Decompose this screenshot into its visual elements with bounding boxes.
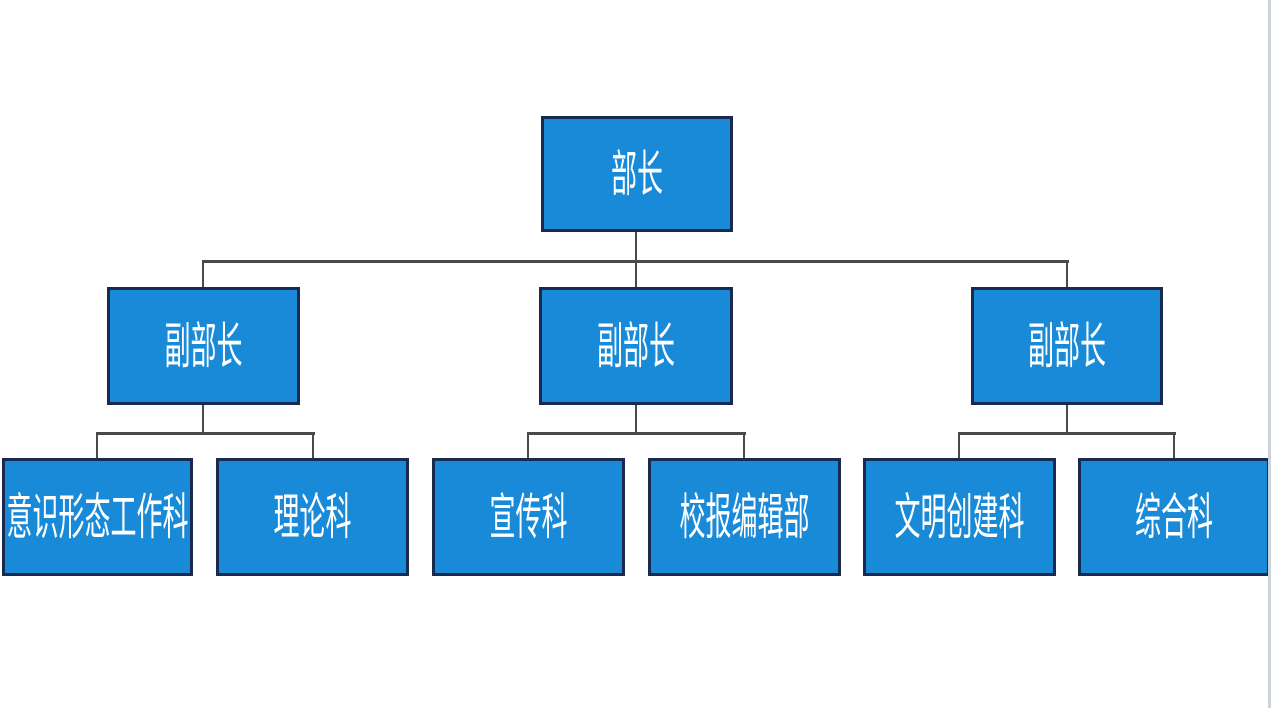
org-node-deputy-2[interactable]: 副部长: [539, 287, 733, 405]
connector-line: [202, 262, 204, 289]
node-label: 综合科: [1134, 488, 1213, 546]
org-node-section-6[interactable]: 综合科: [1078, 458, 1270, 576]
node-label: 副部长: [596, 317, 675, 375]
connector-line: [958, 434, 960, 460]
connector-line: [96, 434, 98, 460]
org-node-deputy-3[interactable]: 副部长: [971, 287, 1163, 405]
connector-line: [635, 403, 637, 434]
node-label: 副部长: [164, 317, 243, 375]
connector-line: [96, 432, 315, 435]
connector-line: [635, 262, 637, 289]
node-label: 副部长: [1027, 317, 1106, 375]
connector-line: [958, 432, 1176, 435]
connector-line: [527, 434, 529, 460]
org-node-section-1[interactable]: 意识形态工作科: [2, 458, 193, 576]
node-label: 文明创建科: [894, 488, 1025, 546]
connector-line: [202, 403, 204, 434]
node-label: 宣传科: [489, 488, 568, 546]
org-node-deputy-1[interactable]: 副部长: [107, 287, 300, 405]
window-edge-line: [1268, 0, 1271, 708]
connector-line: [635, 230, 637, 262]
node-label: 部长: [610, 145, 663, 203]
connector-line: [1066, 262, 1068, 289]
connector-line: [312, 434, 314, 460]
connector-line: [743, 434, 745, 460]
node-label: 意识形态工作科: [6, 488, 189, 546]
connector-line: [1173, 434, 1175, 460]
org-node-section-3[interactable]: 宣传科: [432, 458, 625, 576]
node-label: 理论科: [273, 488, 352, 546]
node-label: 校报编辑部: [679, 488, 810, 546]
org-node-section-2[interactable]: 理论科: [216, 458, 409, 576]
org-node-section-5[interactable]: 文明创建科: [863, 458, 1056, 576]
connector-line: [527, 432, 746, 435]
org-node-section-4[interactable]: 校报编辑部: [648, 458, 841, 576]
connector-line: [1066, 403, 1068, 434]
org-node-root[interactable]: 部长: [541, 116, 733, 232]
connector-line: [202, 260, 1069, 263]
